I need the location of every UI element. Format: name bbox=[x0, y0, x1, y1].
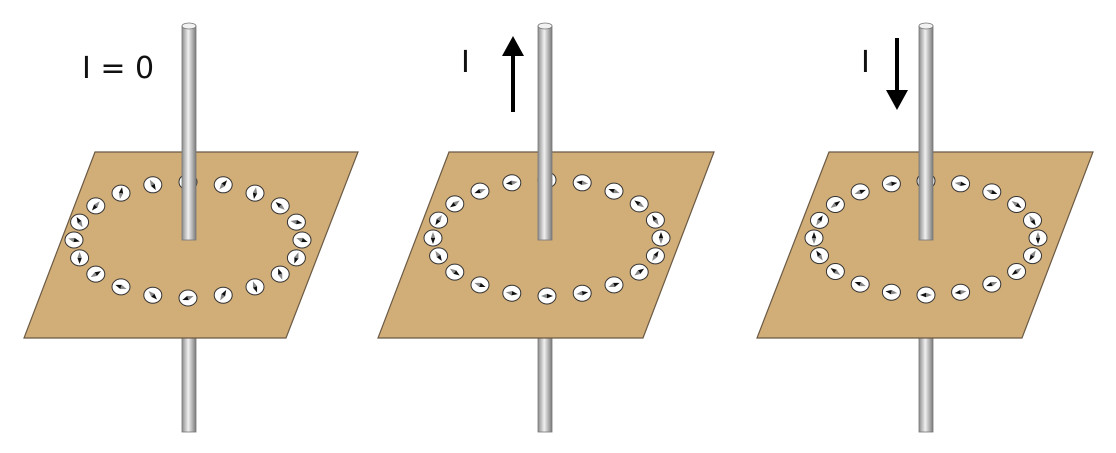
panel-2: I bbox=[377, 22, 715, 433]
compass-needle-icon bbox=[604, 276, 624, 294]
compass-needle-icon bbox=[629, 263, 649, 281]
compass-needle-icon bbox=[86, 197, 106, 215]
compass-needle-icon bbox=[850, 275, 870, 293]
current-label-2: I bbox=[461, 45, 470, 80]
compass-ring-3 bbox=[804, 172, 1048, 304]
compass-needle-icon bbox=[470, 276, 490, 294]
compass-needle-icon bbox=[111, 278, 131, 296]
compass-needle-icon bbox=[70, 249, 90, 267]
compass-needle-icon bbox=[604, 182, 624, 200]
compass-needle-icon bbox=[1028, 229, 1048, 247]
compass-needle-icon bbox=[143, 286, 163, 304]
wire-upper-2 bbox=[537, 22, 553, 241]
compass-needle-icon bbox=[292, 231, 312, 249]
compass-ring-1 bbox=[64, 173, 312, 307]
compass-needle-icon bbox=[213, 286, 233, 304]
compass-needle-icon bbox=[1007, 196, 1027, 213]
compass-needle-icon bbox=[445, 263, 465, 281]
compass-needle-icon bbox=[445, 195, 465, 213]
compass-needle-icon bbox=[810, 211, 829, 229]
panel-3: I bbox=[756, 22, 1094, 433]
current-label-1: I = 0 bbox=[82, 51, 154, 86]
compass-needle-icon bbox=[86, 265, 106, 283]
wire-lower-3 bbox=[918, 337, 934, 433]
compass-needle-icon bbox=[881, 283, 901, 301]
current-arrow-down-icon bbox=[886, 38, 908, 110]
compass-needle-icon bbox=[982, 183, 1002, 201]
compass-ring-2 bbox=[423, 171, 671, 305]
compass-needle-icon bbox=[572, 284, 592, 302]
compass-needle-icon bbox=[429, 247, 449, 265]
current-arrow-up-icon bbox=[502, 36, 524, 112]
compass-needle-icon bbox=[825, 196, 845, 213]
compass-needle-icon bbox=[245, 278, 265, 296]
compass-needle-icon bbox=[270, 265, 290, 283]
compass-needle-icon bbox=[502, 174, 522, 192]
compass-needle-icon bbox=[804, 229, 824, 247]
compass-needle-icon bbox=[1023, 247, 1042, 265]
compass-needle-icon bbox=[645, 247, 665, 265]
compass-needle-icon bbox=[629, 195, 649, 213]
compass-needle-icon bbox=[64, 231, 84, 249]
compass-needle-icon bbox=[178, 289, 198, 307]
wire-lower-2 bbox=[537, 337, 553, 433]
compass-needle-icon bbox=[1023, 211, 1042, 229]
compass-needle-icon bbox=[951, 175, 971, 193]
wire-lower-1 bbox=[181, 337, 197, 433]
compass-needle-icon bbox=[423, 229, 443, 247]
compass-needle-icon bbox=[270, 197, 290, 215]
wire-upper-3 bbox=[918, 22, 934, 241]
compass-needle-icon bbox=[572, 174, 592, 192]
compass-needle-icon bbox=[70, 213, 90, 231]
compass-needle-icon bbox=[645, 211, 665, 229]
compass-needle-icon bbox=[143, 176, 163, 194]
compass-needle-icon bbox=[286, 213, 306, 231]
compass-needle-icon bbox=[825, 263, 845, 280]
compass-needle-icon bbox=[1007, 263, 1027, 280]
compass-needle-icon bbox=[881, 175, 901, 193]
panel-1: I = 0 bbox=[23, 22, 359, 433]
compass-needle-icon bbox=[429, 211, 449, 229]
compass-needle-icon bbox=[537, 287, 557, 305]
compass-needle-icon bbox=[982, 275, 1002, 293]
compass-needle-icon bbox=[470, 182, 490, 200]
compass-needle-icon bbox=[286, 249, 306, 267]
current-label-3: I bbox=[861, 45, 870, 80]
compass-needle-icon bbox=[810, 247, 829, 265]
compass-needle-icon bbox=[651, 229, 671, 247]
wire-upper-1 bbox=[181, 22, 197, 241]
plate-1 bbox=[23, 151, 359, 339]
compass-needle-icon bbox=[111, 184, 131, 202]
compass-needle-icon bbox=[850, 183, 870, 201]
compass-needle-icon bbox=[951, 283, 971, 301]
compass-needle-icon bbox=[502, 284, 522, 302]
compass-needle-icon bbox=[245, 184, 265, 202]
compass-needle-icon bbox=[916, 286, 936, 304]
compass-needle-icon bbox=[213, 176, 233, 194]
